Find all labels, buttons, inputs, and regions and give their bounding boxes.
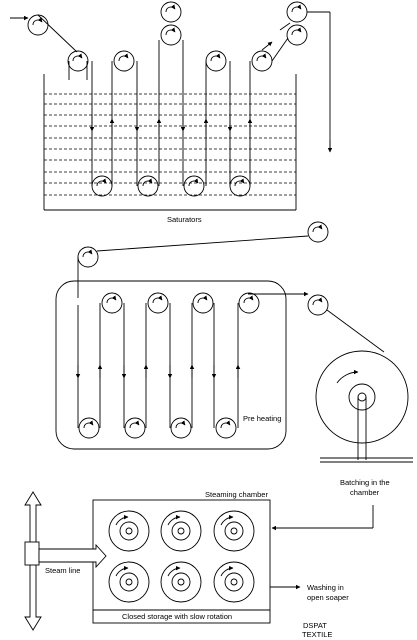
pre-heating-chamber bbox=[55, 280, 287, 450]
brand-line1: DSPAT bbox=[303, 621, 327, 630]
pre-heating-label: Pre heating bbox=[243, 414, 281, 423]
storage-batches bbox=[108, 510, 255, 603]
steam-line-label: Steam line bbox=[45, 566, 80, 575]
closed-storage-label: Closed storage with slow rotation bbox=[122, 612, 232, 621]
batching-guide-roller bbox=[307, 294, 329, 316]
top-roller-3b bbox=[160, 24, 182, 46]
top-roller-5 bbox=[251, 50, 273, 72]
storage-batch-3 bbox=[213, 510, 255, 552]
storage-batch-5 bbox=[160, 561, 202, 603]
bottom-roller-3 bbox=[183, 175, 205, 197]
batching-label-line2: chamber bbox=[350, 488, 380, 497]
preheat-rollers bbox=[78, 292, 260, 439]
steaming-chamber-label: Steaming chamber bbox=[205, 490, 268, 499]
fabric-path-preheat bbox=[77, 291, 309, 428]
batching-roll-core bbox=[348, 383, 376, 411]
inlet-roller bbox=[27, 14, 49, 36]
top-roller-2 bbox=[113, 50, 135, 72]
top-roller-4 bbox=[205, 50, 227, 72]
bottom-roller-2 bbox=[137, 175, 159, 197]
bottom-roller-1 bbox=[91, 175, 113, 197]
preheat-flow-arrows bbox=[75, 364, 241, 379]
washing-label-line1: Washing in bbox=[307, 583, 344, 592]
top-roller-3a bbox=[160, 1, 182, 23]
batching-label-line1: Batching in the bbox=[340, 478, 390, 487]
steam-inlet-arrow-icon bbox=[38, 543, 107, 569]
transfer-roller bbox=[307, 221, 329, 243]
exit-roller-a bbox=[286, 1, 308, 23]
batching-to-chamber-arrow bbox=[271, 505, 374, 531]
top-roller-1 bbox=[67, 50, 89, 72]
batching-assembly bbox=[307, 294, 413, 463]
storage-batch-1 bbox=[108, 510, 150, 552]
saturator-flow-arrows bbox=[89, 41, 333, 153]
steam-line-pipe bbox=[24, 491, 107, 631]
steaming-chamber bbox=[92, 499, 271, 624]
fabric-path-connector bbox=[77, 221, 329, 298]
washing-label-line2: open soaper bbox=[307, 593, 349, 602]
preheat-entry-roller bbox=[77, 246, 99, 268]
saturator-rollers bbox=[27, 1, 308, 197]
storage-batch-6 bbox=[213, 561, 255, 603]
saturator-tank bbox=[43, 74, 297, 211]
roller-rotation-icons bbox=[32, 4, 302, 187]
storage-batch-4 bbox=[108, 561, 150, 603]
batching-roll-axle bbox=[357, 392, 367, 402]
brand-line2: TEXTILE bbox=[302, 630, 332, 639]
exit-roller-b bbox=[286, 24, 308, 46]
saturators-label: Saturators bbox=[167, 215, 202, 224]
bottom-roller-4 bbox=[229, 175, 251, 197]
liquor-levels bbox=[44, 93, 296, 196]
batching-roll-outer bbox=[315, 350, 409, 444]
storage-batch-2 bbox=[160, 510, 202, 552]
